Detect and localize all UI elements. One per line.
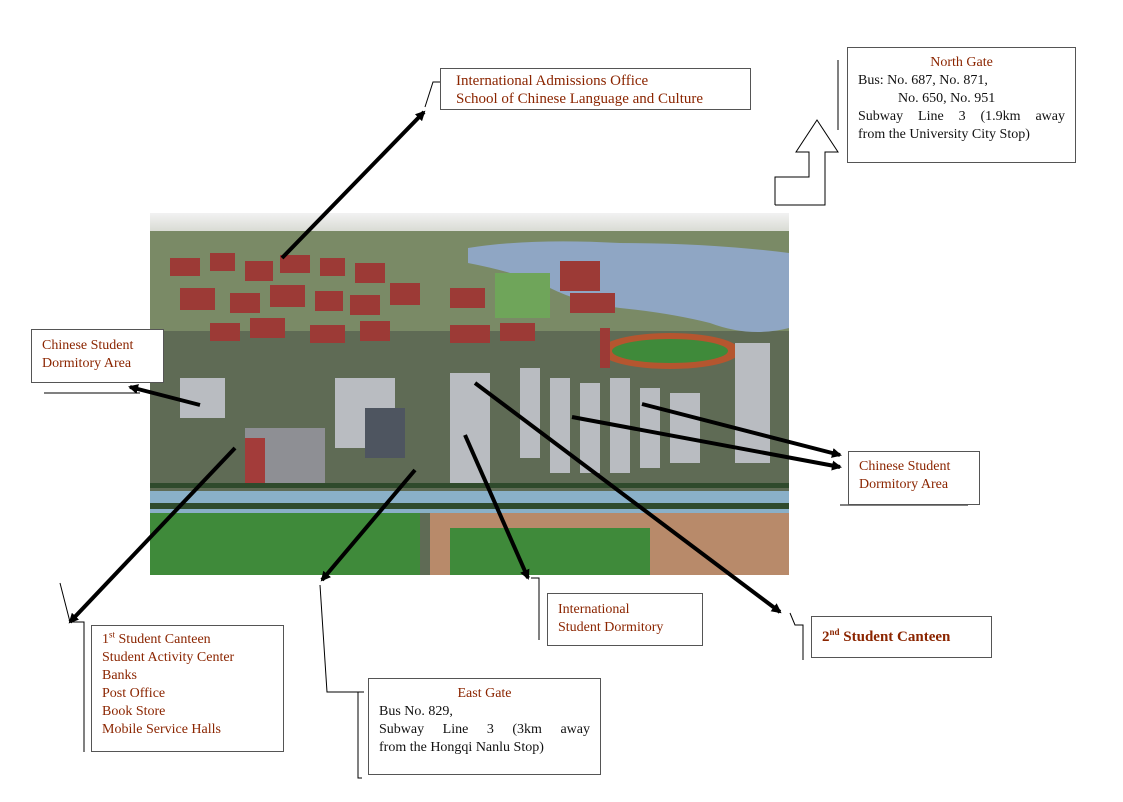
canteen2-suffix: nd	[829, 627, 840, 637]
campus-model-photo	[150, 213, 789, 575]
north-gate-bus1: Bus: No. 687, No. 871,	[858, 73, 988, 88]
north-gate-subway2: from the University City Stop)	[858, 127, 1030, 142]
mobile-service: Mobile Service Halls	[102, 722, 221, 737]
campus-model-illustration	[150, 213, 789, 575]
arrow-canteen1	[68, 446, 237, 624]
label-canteen1-block: 1st Student Canteen Student Activity Cen…	[91, 625, 284, 752]
arrow-canteen2	[473, 381, 782, 614]
canteen1-text: Student Canteen	[115, 632, 211, 647]
dorm-left-line2: Dormitory Area	[42, 356, 132, 371]
north-gate-subway1: Subway Line 3 (1.9km away	[858, 109, 1065, 124]
admissions-line2: School of Chinese Language and Culture	[456, 91, 704, 107]
activity-center: Student Activity Center	[102, 650, 235, 665]
north-gate-bus2: No. 650, No. 951	[898, 91, 996, 106]
dorm-right-line1: Chinese Student	[859, 459, 951, 474]
east-gate-subway2: from the Hongqi Nanlu Stop)	[379, 740, 544, 755]
canteen1-suffix: st	[109, 629, 116, 640]
east-gate-subway1: Subway Line 3 (3km away	[379, 722, 590, 737]
east-gate-bus: Bus No. 829,	[379, 704, 453, 719]
label-dorm-right: Chinese Student Dormitory Area	[848, 451, 980, 505]
dorm-left-line1: Chinese Student	[42, 338, 134, 353]
north-gate-title: North Gate	[930, 55, 993, 70]
canteen1-number: 1	[102, 632, 109, 647]
east-gate-title: East Gate	[457, 686, 512, 701]
arrow-dorm-right-a	[571, 415, 842, 471]
label-intl-dorm: International Student Dormitory	[547, 593, 703, 646]
post-office: Post Office	[102, 686, 166, 701]
arrow-intl-dorm	[463, 434, 530, 580]
banks: Banks	[102, 668, 137, 683]
arrow-dorm-right-b	[641, 402, 842, 458]
admissions-line1: International Admissions Office	[456, 73, 649, 89]
canteen2-number: 2	[822, 629, 830, 645]
canteen1-line: 1st Student Canteen	[102, 629, 283, 649]
intl-dorm-line1: International	[558, 602, 630, 617]
arrow-dorm-left	[128, 384, 201, 407]
book-store: Book Store	[102, 704, 166, 719]
canteen2-text: Student Canteen	[839, 629, 951, 645]
label-east-gate: East Gate Bus No. 829, Subway Line 3 (3k…	[368, 678, 601, 775]
label-canteen2: 2nd Student Canteen	[811, 616, 992, 658]
label-admissions: International Admissions Office School o…	[440, 68, 751, 110]
arrow-east-gate	[320, 468, 417, 582]
label-north-gate: North Gate Bus: No. 687, No. 871, No. 65…	[847, 47, 1076, 163]
intl-dorm-line2: Student Dormitory	[558, 620, 664, 635]
dorm-right-line2: Dormitory Area	[859, 477, 949, 492]
arrow-admissions	[280, 110, 426, 260]
label-dorm-left: Chinese Student Dormitory Area	[31, 329, 164, 383]
